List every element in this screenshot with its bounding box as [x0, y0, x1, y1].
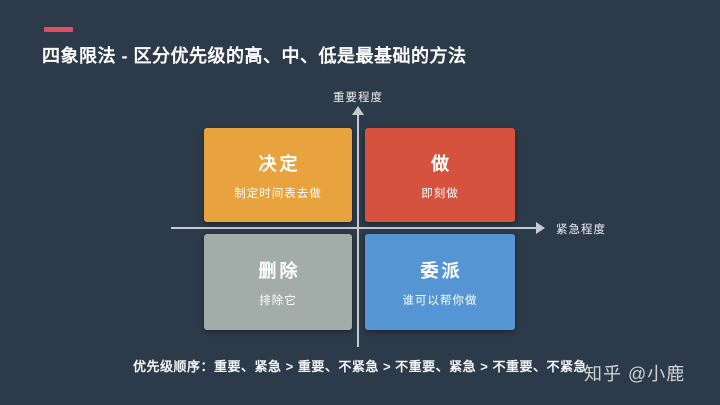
quadrant-decide-subtitle: 制定时间表去做 [234, 187, 322, 200]
zhihu-watermark: 知乎 @小鹿 [584, 364, 686, 384]
arrow-up-icon [352, 106, 364, 115]
quadrant-do: 做 即刻做 [365, 128, 515, 222]
quadrant-delete: 删除 排除它 [204, 234, 352, 330]
y-axis-line [357, 114, 359, 347]
quadrant-decide-title: 决定 [258, 153, 301, 174]
quadrant-delete-title: 删除 [258, 260, 301, 281]
quadrant-delete-subtitle: 排除它 [259, 294, 297, 307]
priority-order-text: 优先级顺序：重要、紧急 > 重要、不紧急 > 不重要、紧急 > 不重要、不紧急 [133, 359, 587, 374]
quadrant-delegate: 委派 谁可以帮你做 [365, 234, 515, 330]
title-accent-dash [44, 27, 73, 32]
x-axis-line [171, 227, 537, 229]
arrow-right-icon [536, 222, 545, 234]
quadrant-do-title: 做 [431, 153, 452, 174]
x-axis-label: 紧急程度 [556, 224, 606, 236]
slide-title: 四象限法 - 区分优先级的高、中、低是最基础的方法 [42, 46, 467, 66]
quadrant-do-subtitle: 即刻做 [421, 187, 459, 200]
quadrant-decide: 决定 制定时间表去做 [204, 128, 352, 222]
quadrant-delegate-subtitle: 谁可以帮你做 [402, 294, 478, 307]
quadrant-delegate-title: 委派 [420, 260, 463, 281]
y-axis-label: 重要程度 [333, 92, 383, 104]
